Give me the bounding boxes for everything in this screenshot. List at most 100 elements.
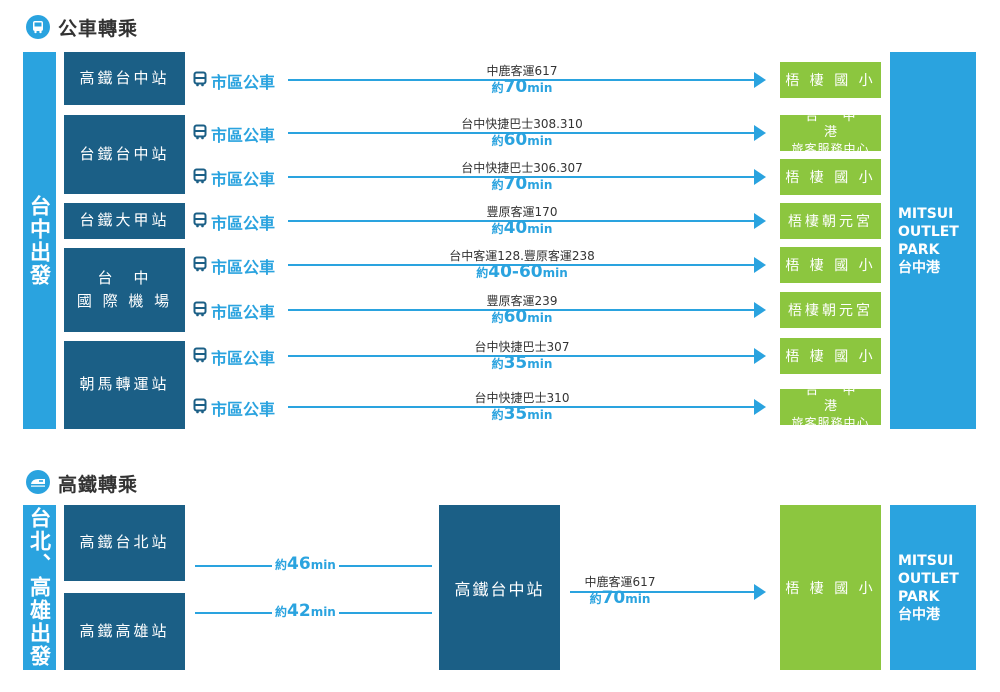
bus-station-box: 台 中國 際 機 場 <box>64 248 185 332</box>
route-name: 台中快捷巴士306.307 <box>461 161 583 175</box>
bus-station-name: 國 際 機 場 <box>76 292 173 310</box>
hsr-dest-box: 梧 棲 國 小 <box>780 505 881 670</box>
route-time: 約70min <box>372 175 672 195</box>
route-label: 台中快捷巴士307 約35min <box>372 340 672 374</box>
route-dest-box: 梧棲朝元宮 <box>780 203 881 239</box>
hsr-final-line: 台中港 <box>898 606 940 623</box>
arrow-right-icon <box>754 72 766 88</box>
bus-mode-label: 市區公車 <box>211 126 276 145</box>
route-time: 約60min <box>372 308 672 328</box>
bus-icon <box>193 71 207 91</box>
hsr-station-taipei: 高鐵台北站 <box>64 505 185 581</box>
time-value: 35 <box>503 404 528 424</box>
time-value: 70 <box>503 174 528 194</box>
route-time: 約40-60min <box>372 263 672 283</box>
bus-origin-label: 台中出發 <box>27 194 52 287</box>
bus-icon <box>193 347 207 367</box>
route-name: 台中快捷巴士307 <box>474 340 570 354</box>
route-dest-name: 台 中 港 <box>805 383 866 414</box>
time-prefix: 約 <box>491 178 504 192</box>
route-dest-box: 梧 棲 國 小 <box>780 62 881 98</box>
hsr-section-train-icon <box>26 470 50 494</box>
route-time: 約60min <box>372 131 672 151</box>
route-time: 約40min <box>372 219 672 239</box>
bus-final-line: PARK <box>898 241 940 258</box>
bus-mitsui-outlet-box: MITSUI OUTLET PARK 台中港 <box>890 52 976 429</box>
route-time: 約35min <box>372 354 672 374</box>
bus-icon <box>193 168 207 188</box>
route-line <box>288 309 756 311</box>
bus-icon <box>193 256 207 276</box>
bus-mode-label: 市區公車 <box>211 170 276 189</box>
bus-mode: 市區公車 <box>193 210 275 234</box>
route-label: 台中快捷巴士306.307 約70min <box>372 161 672 195</box>
route-dest-box: 梧棲朝元宮 <box>780 292 881 328</box>
time-value: 40-60 <box>488 262 543 282</box>
bus-station-box: 台鐵台中站 <box>64 115 185 194</box>
bus-icon <box>193 212 207 232</box>
hsr-kaohsiung-time: 約42min <box>272 601 339 621</box>
route-line <box>288 406 756 408</box>
bus-icon <box>193 398 207 418</box>
route-dest-box: 梧 棲 國 小 <box>780 338 881 374</box>
time-suffix: min <box>527 357 553 371</box>
time-suffix: min <box>542 266 568 280</box>
route-dest-box: 台 中 港旅客服務中心 <box>780 109 881 156</box>
route-dest-name: 梧 棲 國 小 <box>785 258 876 274</box>
time-value: 42 <box>287 601 311 621</box>
route-dest-name: 梧 棲 國 小 <box>785 349 876 365</box>
route-dest-name: 梧棲朝元宮 <box>788 303 873 319</box>
route-name: 中鹿客運617 <box>486 64 558 78</box>
hsr-origin-bar: 台北、高雄出發 <box>23 505 56 670</box>
bus-origin-bar: 台中出發 <box>23 52 56 429</box>
bus-station-name: 台 中 <box>97 268 152 287</box>
route-name: 台中客運128.豐原客運238 <box>449 249 595 263</box>
route-line <box>288 264 756 266</box>
hsr-final-line: OUTLET <box>898 570 959 587</box>
route-line <box>288 220 756 222</box>
arrow-right-icon <box>754 257 766 273</box>
time-suffix: min <box>527 134 553 148</box>
route-time: 約70min <box>372 78 672 98</box>
time-prefix: 約 <box>589 592 602 606</box>
time-value: 70 <box>601 588 626 608</box>
time-prefix: 約 <box>491 311 504 325</box>
time-prefix: 約 <box>491 81 504 95</box>
route-time: 約35min <box>372 405 672 425</box>
route-dest-name: 梧 棲 國 小 <box>785 73 876 89</box>
bus-mode-label: 市區公車 <box>211 258 276 277</box>
time-value: 70 <box>503 77 528 97</box>
route-dest-box: 梧 棲 國 小 <box>780 159 881 195</box>
hsr-mitsui-outlet-box: MITSUI OUTLET PARK 台中港 <box>890 505 976 670</box>
route-dest-box: 梧 棲 國 小 <box>780 247 881 283</box>
time-suffix: min <box>527 311 553 325</box>
time-value: 40 <box>503 218 528 238</box>
bus-mode-label: 市區公車 <box>211 73 276 92</box>
time-value: 46 <box>287 554 311 574</box>
bus-section-title: 公車轉乘 <box>58 18 139 40</box>
route-name: 台中快捷巴士310 <box>474 391 570 405</box>
bus-mode: 市區公車 <box>193 299 275 323</box>
time-prefix: 約 <box>275 605 288 619</box>
bus-station-box: 高鐵台中站 <box>64 52 185 105</box>
route-name: 豐原客運170 <box>486 205 558 219</box>
time-suffix: min <box>527 222 553 236</box>
route-line <box>288 79 756 81</box>
bus-final-line: OUTLET <box>898 223 959 240</box>
bus-mode-label: 市區公車 <box>211 400 276 419</box>
bus-mode: 市區公車 <box>193 345 275 369</box>
bus-station-name: 高鐵台中站 <box>79 68 170 87</box>
route-dest-name: 旅客服務中心 <box>791 142 870 156</box>
time-suffix: min <box>527 178 553 192</box>
route-label: 台中快捷巴士310 約35min <box>372 391 672 425</box>
bus-mode: 市區公車 <box>193 396 275 420</box>
hsr-taipei-time: 約46min <box>272 554 339 574</box>
route-dest-name: 梧棲朝元宮 <box>788 214 873 230</box>
hsr-origin-label: 台北、高雄出發 <box>27 507 52 668</box>
time-suffix: min <box>527 408 553 422</box>
time-suffix: min <box>527 81 553 95</box>
bus-mode: 市區公車 <box>193 166 275 190</box>
time-value: 60 <box>503 130 528 150</box>
route-label: 豐原客運239 約60min <box>372 294 672 328</box>
hsr-hub-taichung: 高鐵台中站 <box>439 505 560 670</box>
